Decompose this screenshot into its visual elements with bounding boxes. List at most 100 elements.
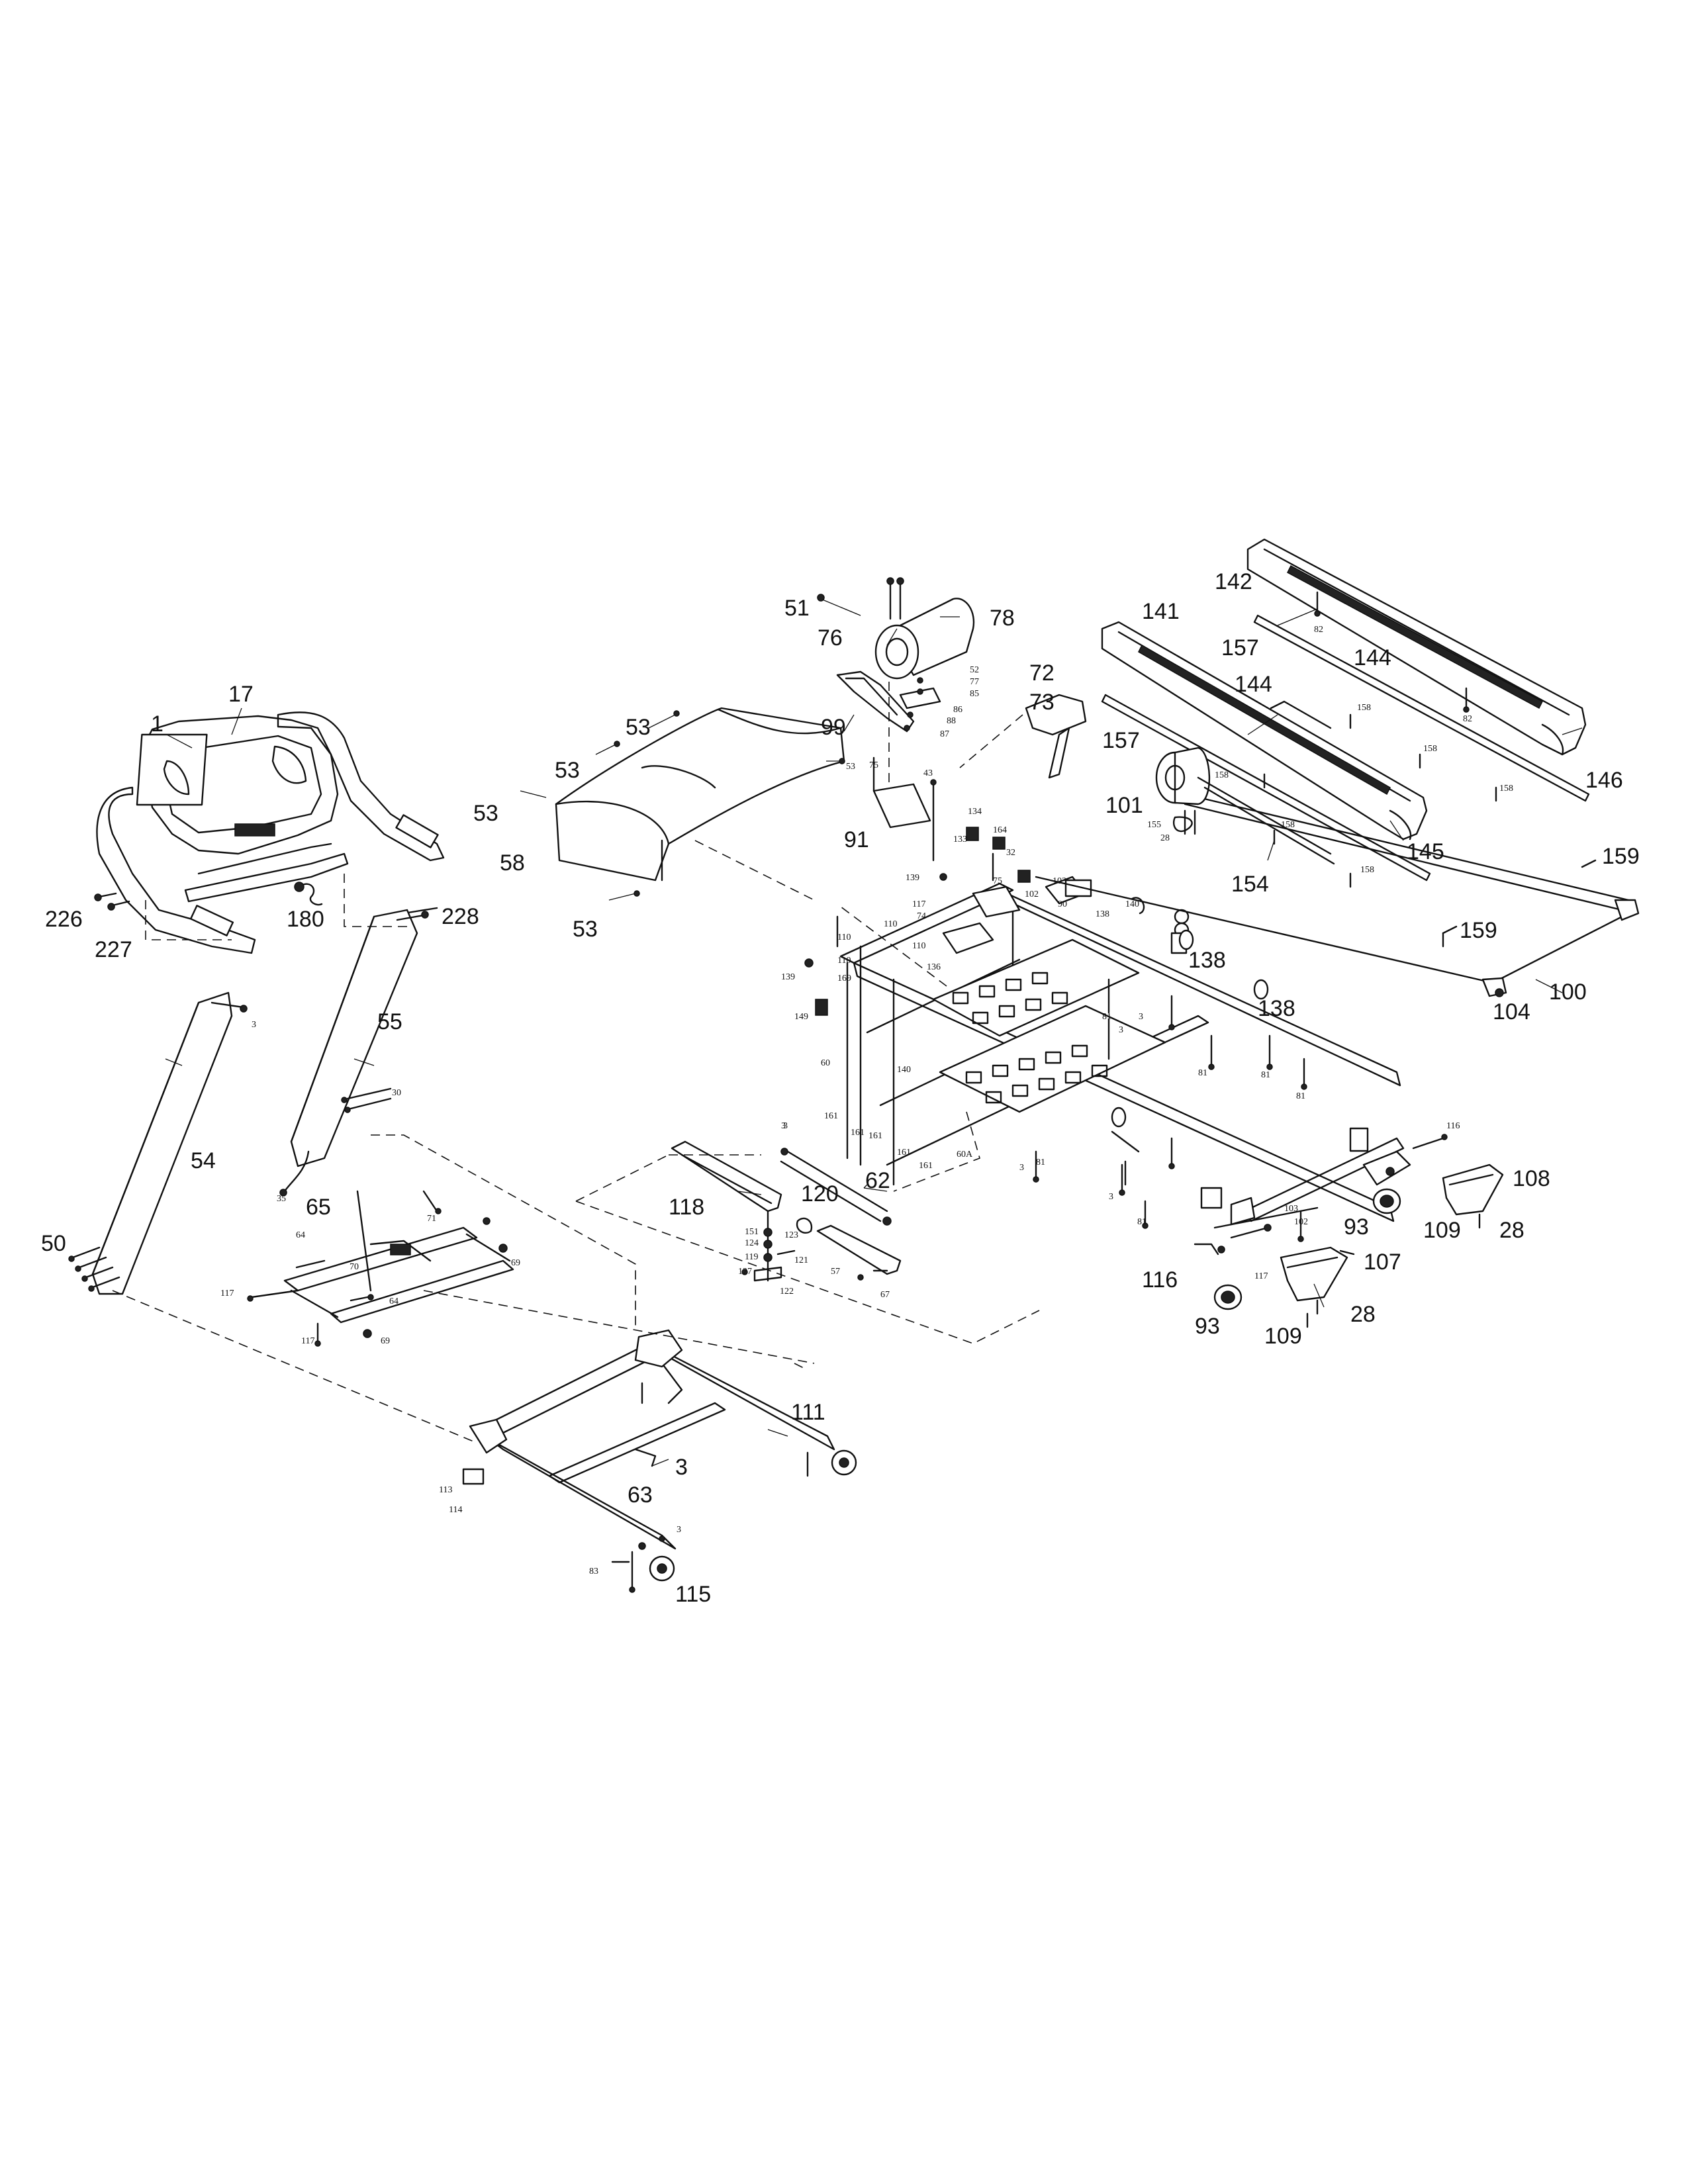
callout-144-a: 144 [1354,645,1391,670]
callout-53-a: 53 [626,715,651,740]
callout-159-a: 159 [1602,844,1640,869]
callout-142: 142 [1215,569,1252,594]
callout-s149: 149 [794,1012,808,1022]
callout-s3d: 3 [1139,1012,1143,1022]
callout-s43: 43 [923,768,933,778]
callout-s57: 57 [831,1267,840,1277]
callout-s60: 60 [821,1058,830,1068]
callout-s32: 32 [1006,848,1015,858]
callout-17: 17 [228,682,254,707]
callout-s81a: 81 [1102,1012,1111,1022]
callout-157-b: 157 [1102,728,1140,753]
callout-s64a: 64 [296,1230,305,1240]
callout-s127: 127 [738,1267,752,1277]
callout-s85: 85 [970,689,979,699]
callout-145: 145 [1407,839,1444,864]
callout-s75a: 75 [869,760,878,770]
callout-55: 55 [377,1009,402,1034]
callout-144-b: 144 [1235,672,1272,697]
motor-hood [520,707,845,901]
callout-s103a: 103 [1053,876,1066,886]
callout-s28c: 28 [1160,833,1170,843]
callout-138-b: 138 [1258,996,1295,1021]
callout-s64b: 64 [389,1297,399,1306]
callout-28-b: 28 [1350,1302,1376,1327]
side-rail-left [1101,621,1428,841]
callout-s140b: 140 [1125,899,1139,909]
callout-76: 76 [818,625,843,651]
callout-s53e: 53 [846,762,855,772]
side-rail-right [1246,538,1587,756]
callout-s110c: 110 [837,956,851,966]
callout-s82a: 82 [1314,625,1323,635]
drive-motor [817,577,975,814]
callout-53-c: 53 [473,801,498,826]
controller-board [872,756,937,862]
callout-s123: 123 [784,1230,798,1240]
deck-strips-157 [1101,614,1590,882]
callout-s69b: 69 [381,1336,390,1346]
callout-63: 63 [628,1482,653,1508]
callout-s3c: 3 [1109,1192,1113,1202]
callout-78: 78 [990,606,1015,631]
callout-s151: 151 [745,1227,759,1237]
callout-s161b: 161 [851,1128,865,1138]
callout-3: 3 [675,1455,688,1480]
callout-227: 227 [95,937,132,962]
callout-116: 116 [1142,1267,1178,1293]
front-roller [1155,713,1497,948]
callout-s30: 30 [392,1088,401,1098]
callout-93-b: 93 [1195,1314,1220,1339]
callout-s117c: 117 [220,1289,234,1298]
callout-s161d: 161 [897,1148,911,1158]
callout-108: 108 [1513,1166,1550,1191]
callout-s35: 35 [277,1194,286,1204]
callout-s3f: 3 [781,1121,786,1131]
callout-50: 50 [41,1231,66,1256]
callout-s81d: 81 [1296,1091,1305,1101]
callout-1: 1 [151,711,164,737]
callout-s139b: 139 [781,972,795,982]
callout-146: 146 [1585,768,1623,793]
callout-s119: 119 [745,1252,758,1262]
callout-s81c: 81 [1261,1070,1270,1080]
callout-s158a: 158 [1357,703,1371,713]
callout-s133: 133 [953,835,967,844]
callout-157-a: 157 [1221,635,1259,660]
console-screen [136,733,208,806]
callout-s140a: 140 [897,1065,911,1075]
callout-s158b: 158 [1423,744,1437,754]
callout-180: 180 [287,907,324,932]
left-upright [68,991,248,1295]
callout-s114: 114 [449,1505,462,1515]
callout-107: 107 [1364,1250,1401,1275]
callout-s161e: 161 [919,1161,933,1171]
right-upright [279,909,429,1197]
callout-s161c: 161 [868,1131,882,1141]
callout-91: 91 [844,827,869,852]
callout-s102a: 102 [1025,889,1039,899]
callout-s81b: 81 [1198,1068,1207,1078]
callout-s103b: 103 [1284,1204,1298,1214]
callout-s110d: 110 [912,941,925,951]
callout-s158c: 158 [1499,784,1513,794]
callout-s117a: 117 [912,899,925,909]
callout-s155: 155 [1147,820,1161,830]
callout-111: 111 [791,1400,825,1425]
leader-lines [165,608,1583,1467]
callout-109-a: 109 [1423,1218,1461,1243]
callout-118: 118 [669,1195,704,1220]
callout-s83: 83 [589,1567,598,1576]
callout-120: 120 [801,1181,839,1206]
callout-s71: 71 [427,1214,436,1224]
callout-s113: 113 [439,1485,452,1495]
callout-228: 228 [442,904,479,929]
callout-226: 226 [45,907,83,932]
callout-s3a: 3 [1119,1025,1123,1035]
callout-28-a: 28 [1499,1218,1524,1243]
callout-62: 62 [865,1168,890,1193]
callout-s116: 116 [1446,1121,1460,1131]
callouts-large: 1 17 226 227 180 228 54 55 50 65 53 53 5… [41,569,1640,1607]
callout-s88: 88 [947,716,956,726]
callout-s110a: 110 [884,919,897,929]
